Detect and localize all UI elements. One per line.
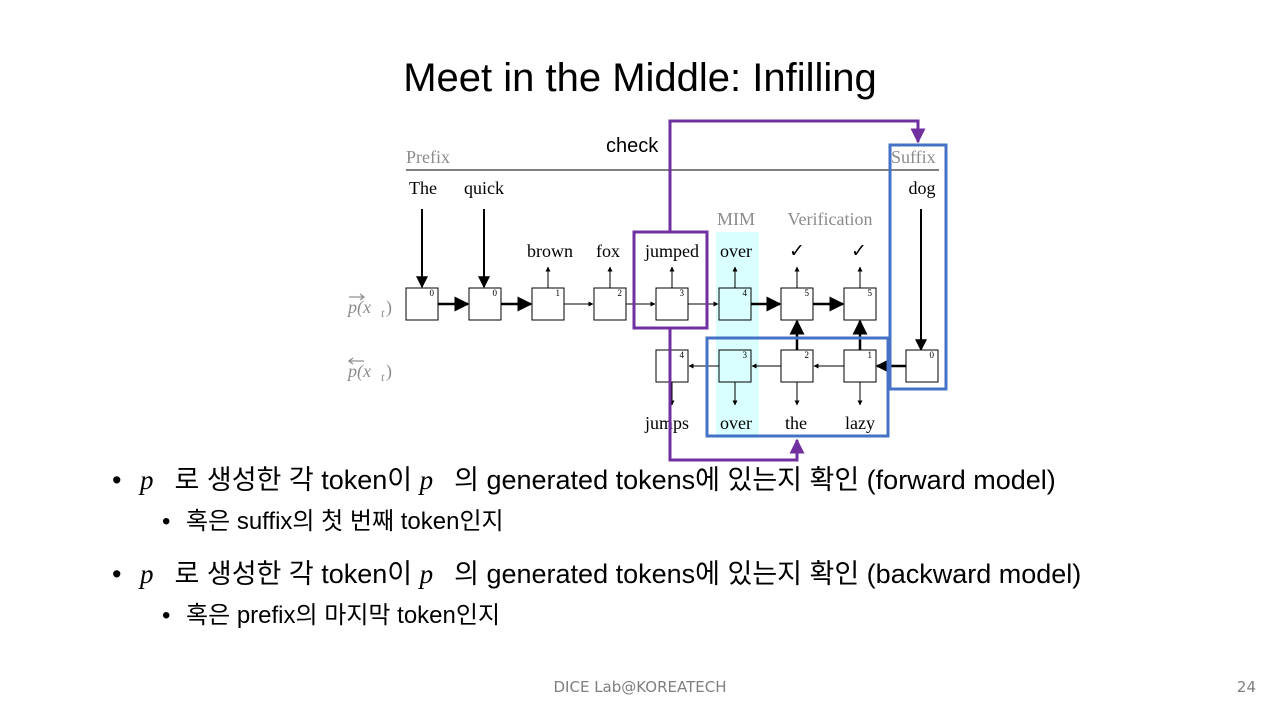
prefix-label: Prefix: [406, 147, 450, 167]
bullet-backward-sub: 혹은 prefix의 마지막 token인지: [112, 596, 1262, 636]
svg-text:0: 0: [430, 288, 435, 298]
backward-indices: 4 3 2 1 0: [680, 350, 935, 360]
svg-text:4: 4: [680, 350, 685, 360]
forward-cell-8: [843, 287, 877, 321]
forward-output-fox: fox: [596, 241, 620, 261]
forward-output-brown: brown: [527, 241, 573, 261]
slide-title: Meet in the Middle: Infilling: [403, 56, 877, 100]
bullet-backward-text-a: 로 생성한 각 token이: [174, 559, 420, 589]
p-backward-symbol-2: p⃖: [140, 559, 175, 589]
bullet-list: p⃗로 생성한 각 token이 p⃖의 generated tokens에 있…: [112, 458, 1262, 646]
backward-cell-4: [843, 349, 877, 383]
bullet-forward-sub: 혹은 suffix의 첫 번째 token인지: [112, 502, 1262, 542]
svg-text:5: 5: [868, 288, 873, 298]
backward-output-the: the: [785, 413, 807, 433]
bullet-backward: p⃖로 생성한 각 token이 p⃗의 generated tokens에 있…: [112, 552, 1262, 596]
prefix-token-the: The: [409, 178, 437, 198]
p-forward-symbol: p⃗: [140, 465, 175, 495]
mim-label: MIM: [717, 209, 755, 229]
svg-text:): ): [386, 361, 392, 382]
svg-text:5: 5: [805, 288, 810, 298]
p-forward-symbol-2: p⃗: [419, 559, 455, 589]
svg-text:0: 0: [493, 288, 498, 298]
backward-row: [655, 349, 939, 383]
backward-output-lazy: lazy: [845, 413, 875, 433]
page-number: 24: [1236, 678, 1256, 696]
svg-text:2: 2: [805, 350, 810, 360]
prefix-token-quick: quick: [464, 178, 504, 198]
svg-text:t: t: [381, 370, 385, 384]
svg-text:p(x: p(x: [346, 361, 371, 382]
svg-text:t: t: [381, 306, 385, 320]
forward-model-label: p(x t ): [346, 293, 392, 320]
forward-output-over: over: [720, 241, 752, 261]
check-label: check: [606, 135, 659, 157]
mim-highlight: [716, 232, 759, 438]
backward-cell-3: [780, 349, 814, 383]
suffix-token-dog: dog: [909, 178, 936, 198]
svg-text:0: 0: [930, 350, 935, 360]
backward-output-over: over: [720, 413, 752, 433]
forward-cell-4: [593, 287, 627, 321]
bullet-backward-text-b: 의 generated tokens에 있는지 확인 (backward mod…: [454, 559, 1082, 589]
forward-up-arrows: [545, 266, 863, 288]
mim-infilling-diagram: Prefix Suffix check MIM Verification The…: [346, 119, 948, 462]
forward-output-jumped: jumped: [644, 241, 699, 261]
svg-text:2: 2: [618, 288, 623, 298]
svg-text:3: 3: [680, 288, 685, 298]
backward-cell-1: [655, 349, 689, 383]
checkmark-2: ✓: [851, 240, 867, 262]
verification-arrows: [789, 319, 868, 350]
svg-text:4: 4: [743, 288, 748, 298]
bullet-forward-text-a: 로 생성한 각 token이: [174, 465, 420, 495]
suffix-highlight-box: [888, 143, 948, 391]
suffix-label: Suffix: [891, 147, 936, 167]
backward-generated-box: [705, 336, 890, 438]
bullet-forward: p⃗로 생성한 각 token이 p⃖의 generated tokens에 있…: [112, 458, 1262, 502]
forward-cell-6: [718, 287, 752, 321]
verification-label: Verification: [788, 209, 873, 229]
check-connector-top: [668, 119, 926, 232]
forward-indices: 0 0 1 2 3 4 5 5: [430, 288, 873, 298]
svg-text:1: 1: [556, 288, 561, 298]
backward-output-jumps: jumps: [644, 413, 689, 433]
svg-text:): ): [386, 297, 392, 318]
backward-down-arrows: [669, 382, 863, 406]
svg-text:1: 1: [868, 350, 873, 360]
bullet-forward-text-b: 의 generated tokens에 있는지 확인 (forward mode…: [454, 465, 1056, 495]
footer-text: DICE Lab@KOREATECH: [553, 678, 727, 696]
backward-model-label: p(x t ): [346, 357, 392, 384]
svg-text:p(x: p(x: [346, 297, 371, 318]
checkmark-1: ✓: [789, 240, 805, 262]
svg-text:3: 3: [743, 350, 748, 360]
p-backward-symbol: p⃖: [419, 465, 455, 495]
